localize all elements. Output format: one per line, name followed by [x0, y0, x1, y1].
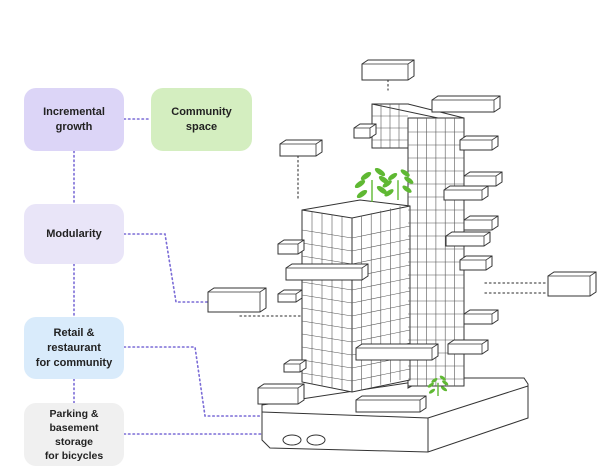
pod-rear-top — [431, 95, 501, 113]
dotted-connectors — [73, 79, 549, 435]
base-platform — [261, 377, 529, 453]
bicycle-wheel — [306, 434, 326, 446]
pod-left-2 — [277, 289, 303, 303]
pod-cantilever-2 — [355, 343, 439, 361]
bicycle-wheel — [282, 434, 302, 446]
pod-cantilever-1 — [285, 263, 369, 281]
building-illustration — [207, 59, 597, 453]
pod-right-4 — [463, 215, 499, 231]
pod-right-8 — [447, 339, 489, 355]
label-community-space: Community space — [151, 88, 252, 151]
pod-right-6 — [459, 255, 493, 271]
label-parking-storage: Parking & basement storage for bicycles — [24, 403, 124, 466]
plant-ground — [427, 375, 449, 396]
pod-small — [353, 123, 377, 139]
pod-upper-left — [279, 139, 323, 157]
pod-left-3 — [283, 359, 307, 373]
label-incremental-growth: Incremental growth — [24, 88, 124, 151]
connector-modularity-module — [123, 233, 209, 303]
plant-rooftop — [382, 169, 414, 200]
label-retail-restaurant: Retail & restaurant for community — [24, 317, 124, 379]
pod-far-right — [547, 271, 597, 297]
rear-tower-top — [371, 103, 465, 119]
pod-right-3 — [443, 185, 489, 201]
connector-retail-ground — [123, 346, 269, 417]
pod-left-1 — [277, 239, 305, 255]
pod-right-2 — [463, 171, 503, 187]
pod-ground-left — [257, 383, 305, 405]
pod-right-5 — [445, 231, 491, 247]
pod-right-1 — [459, 135, 499, 151]
pod-floating-left — [207, 287, 267, 313]
pod-top — [361, 59, 415, 81]
pod-right-7 — [463, 309, 499, 325]
base-platform-edge — [261, 385, 529, 452]
pod-cantilever-3 — [355, 395, 427, 413]
front-tower — [301, 199, 411, 393]
label-modularity: Modularity — [24, 204, 124, 264]
